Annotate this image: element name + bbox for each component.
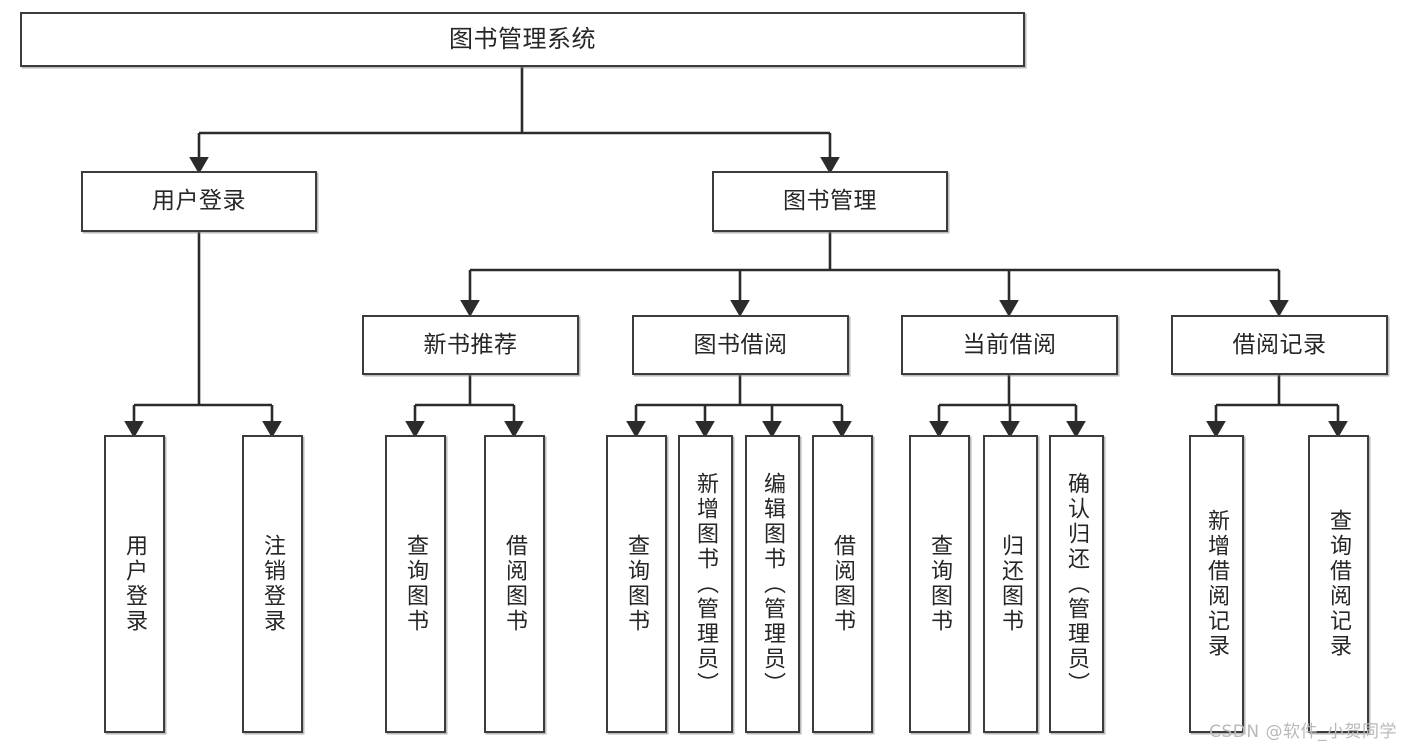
- node-label: 确认归还（管理员）: [1064, 471, 1090, 697]
- node-book-borrow[interactable]: 图书借阅: [632, 315, 849, 375]
- node-label: 新增图书（管理员）: [693, 471, 719, 697]
- leaf-query-book-borrow[interactable]: 查询图书: [606, 435, 667, 733]
- node-label: 新书推荐: [423, 331, 518, 358]
- node-label: 借阅记录: [1232, 331, 1327, 358]
- connector-userlogin-to-leaves: [124, 232, 282, 439]
- leaf-user-login[interactable]: 用户登录: [104, 435, 165, 733]
- connector-newbook-to-leaves: [405, 375, 524, 439]
- connector-bookmanage-to-level3: [460, 232, 1289, 318]
- node-label: 借阅图书: [830, 534, 856, 634]
- leaf-add-borrow-record[interactable]: 新增借阅记录: [1189, 435, 1244, 733]
- connector-root-to-level2: [189, 67, 840, 175]
- node-label: 编辑图书（管理员）: [760, 471, 786, 697]
- leaf-confirm-return-admin[interactable]: 确认归还（管理员）: [1049, 435, 1104, 733]
- node-label: 新增借阅记录: [1204, 509, 1230, 659]
- connector-bookborrow-to-leaves: [626, 375, 852, 439]
- connector-borrowrecord-to-leaves: [1206, 375, 1348, 439]
- node-label: 图书借阅: [693, 331, 788, 358]
- leaf-edit-book-admin[interactable]: 编辑图书（管理员）: [745, 435, 800, 733]
- leaf-add-book-admin[interactable]: 新增图书（管理员）: [678, 435, 733, 733]
- node-label: 查询借阅记录: [1326, 509, 1352, 659]
- node-user-login[interactable]: 用户登录: [81, 171, 317, 232]
- node-root-book-management-system[interactable]: 图书管理系统: [20, 12, 1025, 67]
- leaf-borrow-book-borrow[interactable]: 借阅图书: [812, 435, 873, 733]
- watermark-text: CSDN @软件_小贺同学: [1209, 722, 1397, 742]
- node-new-book-recommend[interactable]: 新书推荐: [362, 315, 579, 375]
- leaf-return-book[interactable]: 归还图书: [983, 435, 1038, 733]
- node-current-borrow[interactable]: 当前借阅: [901, 315, 1118, 375]
- node-label: 当前借阅: [962, 331, 1057, 358]
- node-label: 图书管理系统: [449, 24, 596, 53]
- node-label: 归还图书: [998, 534, 1024, 634]
- leaf-query-book-current[interactable]: 查询图书: [909, 435, 970, 733]
- node-label: 图书管理: [783, 188, 877, 215]
- node-label: 用户登录: [122, 534, 148, 634]
- node-label: 注销登录: [260, 534, 286, 634]
- node-label: 用户登录: [152, 188, 246, 215]
- connector-currentborrow-to-leaves: [929, 375, 1086, 439]
- leaf-query-borrow-record[interactable]: 查询借阅记录: [1308, 435, 1369, 733]
- node-label: 查询图书: [624, 534, 650, 634]
- node-borrow-record[interactable]: 借阅记录: [1171, 315, 1388, 375]
- leaf-logout-login[interactable]: 注销登录: [242, 435, 303, 733]
- node-label: 借阅图书: [502, 534, 528, 634]
- node-book-management[interactable]: 图书管理: [712, 171, 948, 232]
- leaf-borrow-book-newbook[interactable]: 借阅图书: [484, 435, 545, 733]
- leaf-query-book-newbook[interactable]: 查询图书: [385, 435, 446, 733]
- node-label: 查询图书: [403, 534, 429, 634]
- node-label: 查询图书: [927, 534, 953, 634]
